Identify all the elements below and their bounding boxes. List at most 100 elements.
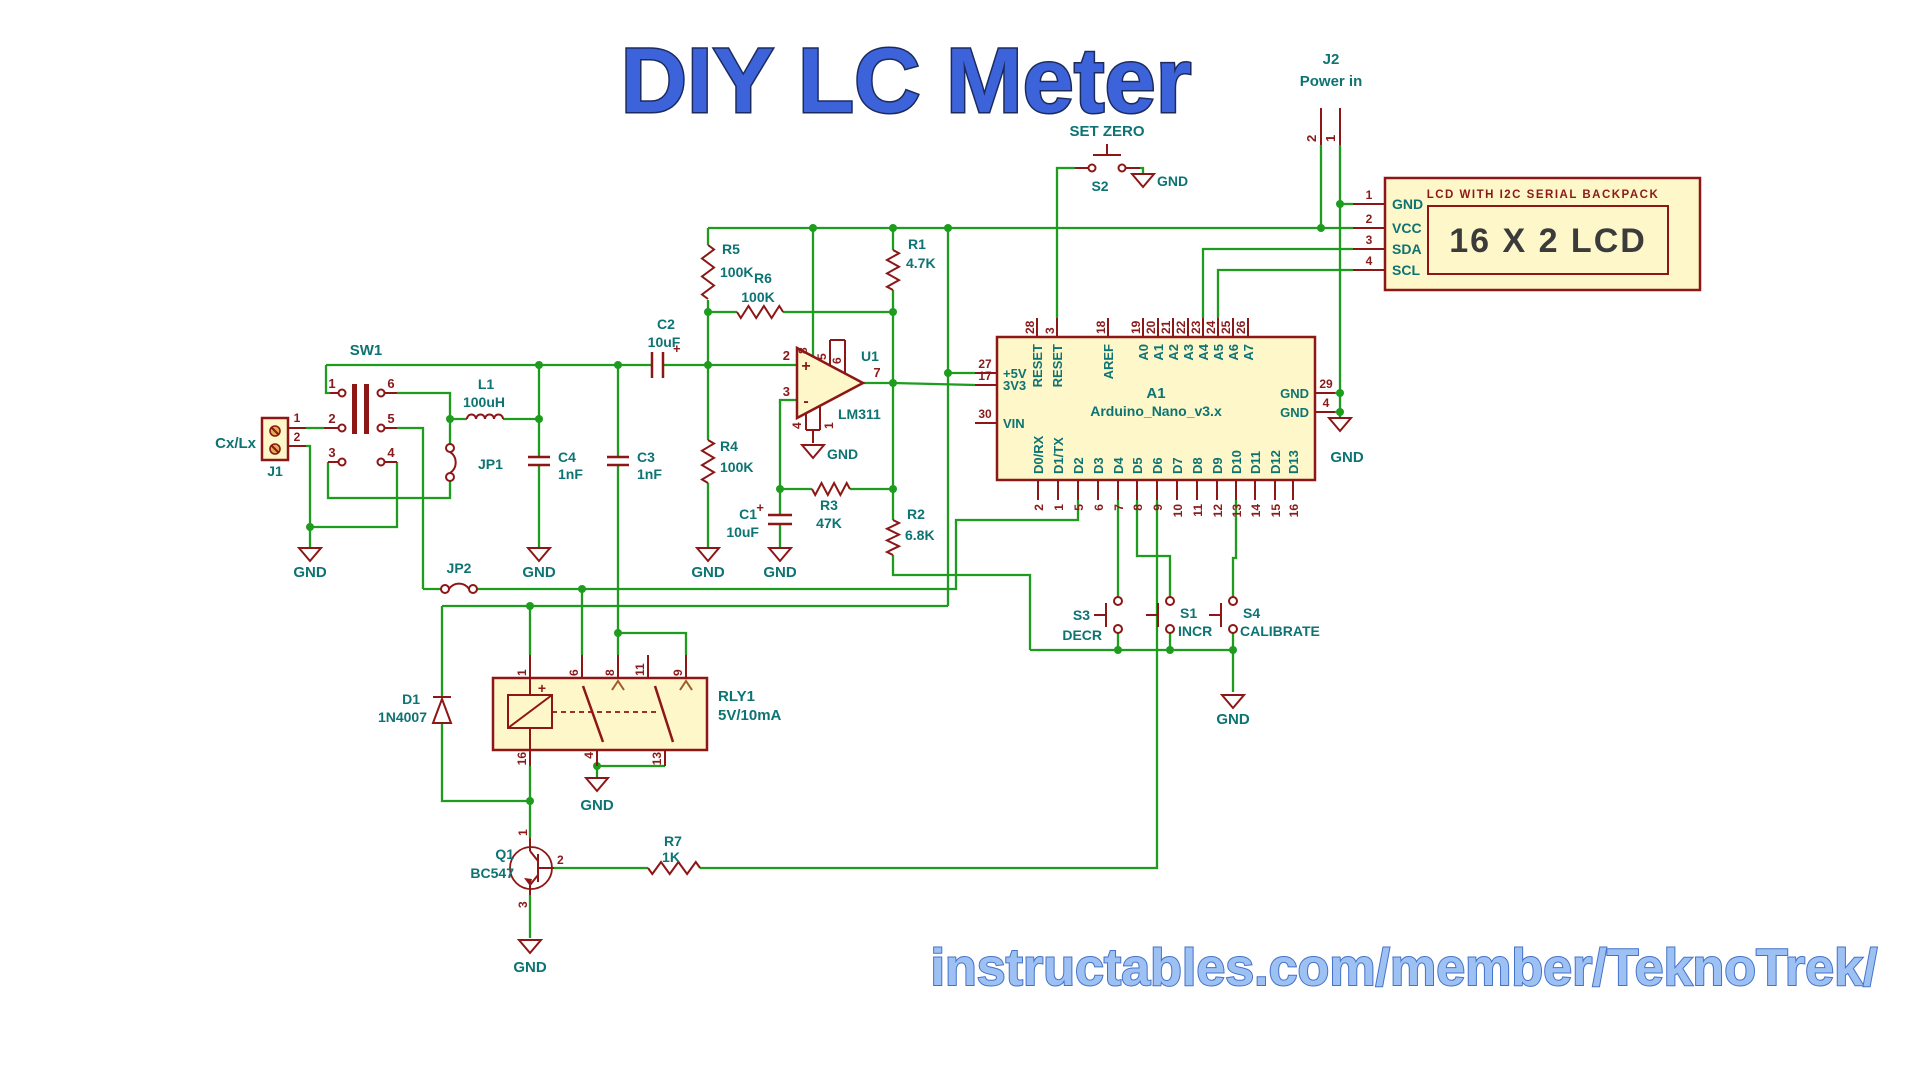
jumper-jp2-part <box>440 584 450 594</box>
connector-j1-part: 1 <box>294 411 301 425</box>
arduino-top-pins-part: A5 <box>1211 344 1226 361</box>
junction-dots-part <box>889 379 897 387</box>
j2-ref-label: J2 <box>1323 51 1340 68</box>
gnd-icon-part <box>1219 694 1247 710</box>
junction-dots-part <box>306 523 314 531</box>
transistor-q1: Q1 BC547 1 2 3 <box>470 829 564 908</box>
jumper-jp2: JP2 <box>440 560 478 594</box>
junction-dots-part <box>535 415 543 423</box>
junction-dots-part <box>1336 389 1344 397</box>
capacitor-c3-part: 1nF <box>637 466 662 482</box>
junction-dots-part <box>1336 200 1344 208</box>
jp2-ref-label: JP2 <box>447 560 472 576</box>
lcd-module-part: GND <box>1392 196 1423 212</box>
l1-value-label: 100uH <box>463 394 505 410</box>
lcd-module-part: 1 <box>1366 188 1373 202</box>
arduino-bottom-pins-part: 13 <box>1230 504 1244 518</box>
resistor-r6-part: 100K <box>741 289 774 305</box>
arduino-bottom-pins-part: D2 <box>1071 457 1086 474</box>
capacitor-c3: C3 1nF <box>607 449 662 482</box>
resistor-r7-part: R7 <box>664 833 682 849</box>
arduino-bottom-pins-part: D10 <box>1229 450 1244 474</box>
resistor-r2-part: 6.8K <box>905 527 935 543</box>
resistor-r5-part <box>700 244 716 300</box>
connector-j1-part <box>270 426 280 436</box>
jumper-jp1-part <box>445 472 455 482</box>
lcd-module: LCD WITH I2C SERIAL BACKPACK 16 X 2 LCD … <box>1353 176 1702 292</box>
connector-j2-part: 1 <box>1323 135 1338 142</box>
junction-dots-part <box>944 224 952 232</box>
lcd-display-label: 16 X 2 LCD <box>1449 222 1647 260</box>
switch-sw1-part: 4 <box>387 445 395 460</box>
arduino-top-pins-part: 19 <box>1129 320 1143 334</box>
pushbutton-s2-part <box>1117 163 1127 173</box>
resistor-r6-part <box>736 304 784 320</box>
gnd-icon: GND <box>763 547 797 581</box>
relay-rly1-part: 16 <box>515 752 529 766</box>
relay-rly1-part <box>581 685 605 743</box>
relay-rly1-part: 1 <box>515 669 529 676</box>
s3-function-label: DECR <box>1062 627 1102 643</box>
transistor-q1-part <box>529 874 539 886</box>
arduino-top-pins-part: 28 <box>1023 320 1037 334</box>
gnd-icon: GND <box>1326 417 1364 466</box>
switch-sw1-part <box>376 388 386 398</box>
diode-d1-part: 1N4007 <box>378 709 427 725</box>
connector-j2-part: 2 <box>1304 135 1319 142</box>
pushbutton-s2-part <box>1087 163 1097 173</box>
junction-dots-part <box>1114 646 1122 654</box>
transistor-q1-part: 2 <box>557 853 564 867</box>
gnd-icon: GND <box>522 547 556 581</box>
j2-desc-label: Power in <box>1300 73 1363 90</box>
switch-sw1-part: 6 <box>387 376 394 391</box>
switch-sw1-part <box>376 423 386 433</box>
s4-function-label: CALIBRATE <box>1240 623 1320 639</box>
junction-dots-part <box>526 797 534 805</box>
arduino-bottom-pins-part: D7 <box>1170 457 1185 474</box>
wire-segments-part <box>892 381 976 387</box>
junction-dots-part <box>889 224 897 232</box>
u1-ref-label: U1 <box>861 348 879 364</box>
arduino-nano-part: 17 <box>978 369 992 383</box>
comparator-u1-part: 2 <box>783 348 790 363</box>
pushbutton-s3: S3 DECR <box>1062 596 1123 643</box>
switch-sw1-part <box>337 423 347 433</box>
gnd-icon-part <box>583 777 611 793</box>
wire-segments-part <box>700 500 1159 870</box>
relay-rly1-part: 13 <box>650 752 664 766</box>
resistor-r3-part <box>811 480 851 498</box>
junction-dots-part <box>578 585 586 593</box>
relay-rly1-part <box>491 676 709 752</box>
arduino-bottom-pins-part: 11 <box>1191 504 1205 517</box>
comparator-u1-part: 6 <box>830 357 844 364</box>
comparator-u1-part <box>795 345 866 421</box>
q1-ref-label: Q1 <box>495 846 514 862</box>
wire-segments-part <box>1135 500 1172 597</box>
resistor-r1-part <box>884 249 902 291</box>
jumper-jp1-part <box>445 443 455 453</box>
wire-segments-part <box>324 365 330 395</box>
gnd-icon: GND <box>1216 694 1250 728</box>
arduino-bottom-pins-part: 5 <box>1072 504 1086 511</box>
gnd-icon: GND <box>580 777 614 814</box>
comparator-u1-part: - <box>803 393 808 410</box>
arduino-bottom-pins-part: D13 <box>1286 450 1301 474</box>
arduino-bottom-pins-part: D3 <box>1091 457 1106 474</box>
gnd-icon-part <box>1326 417 1354 433</box>
pushbutton-s1-part <box>1165 596 1175 606</box>
gnd-icon: GND <box>293 547 327 581</box>
jumper-jp1: JP1 <box>445 443 503 482</box>
arduino-bottom-pins-part: D8 <box>1190 457 1205 474</box>
gnd-icon-part: GND <box>293 564 327 581</box>
arduino-nano-part: 29 <box>1319 377 1333 391</box>
connector-j2: J2 Power in 2 1 <box>1300 51 1363 145</box>
wire-segments-part <box>618 631 688 655</box>
switch-sw1-part: 1 <box>328 376 335 391</box>
diode-d1-part <box>431 696 453 724</box>
capacitor-c1-part: C1 <box>739 506 757 522</box>
gnd-icon-part: GND <box>580 797 614 814</box>
wire-segments-part <box>1201 247 1353 318</box>
capacitor-c4-part: C4 <box>558 449 576 465</box>
